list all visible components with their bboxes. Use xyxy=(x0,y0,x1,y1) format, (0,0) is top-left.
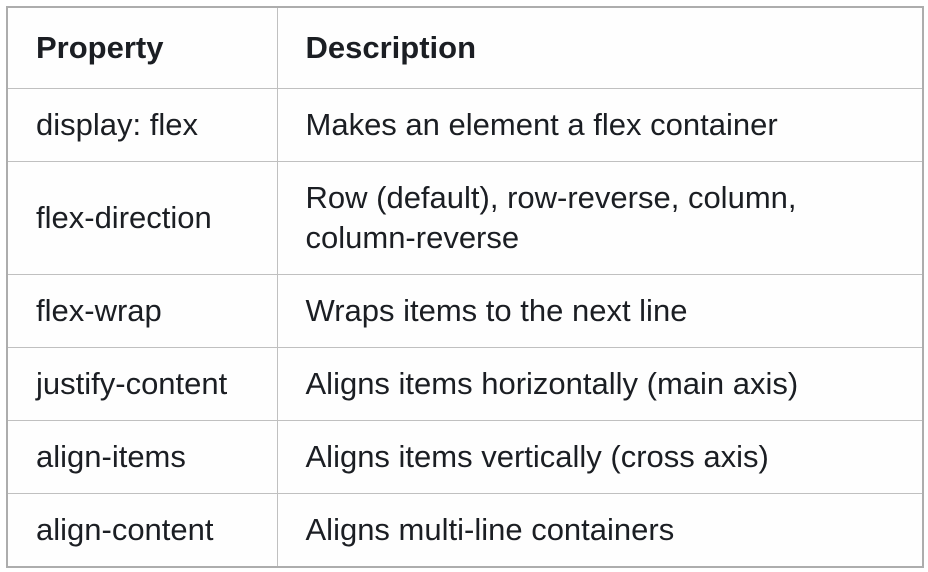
property-cell: flex-wrap xyxy=(6,274,278,348)
description-cell: Aligns multi-line containers xyxy=(276,493,924,568)
table-header: Property Description xyxy=(6,6,924,89)
header-row: Property Description xyxy=(6,6,924,89)
description-cell: Aligns items vertically (cross axis) xyxy=(276,420,924,494)
table-body: display: flex Makes an element a flex co… xyxy=(6,88,924,568)
property-cell: align-content xyxy=(6,493,278,568)
table-row: flex-direction Row (default), row-revers… xyxy=(6,161,924,275)
property-cell: align-items xyxy=(6,420,278,494)
table-row: align-content Aligns multi-line containe… xyxy=(6,493,924,568)
table-row: flex-wrap Wraps items to the next line xyxy=(6,274,924,348)
description-cell: Row (default), row-reverse, column, colu… xyxy=(276,161,924,275)
flexbox-properties-table: Property Description display: flex Makes… xyxy=(6,6,924,568)
description-cell: Wraps items to the next line xyxy=(276,274,924,348)
property-cell: display: flex xyxy=(6,88,278,162)
table-row: justify-content Aligns items horizontall… xyxy=(6,347,924,421)
column-header-property: Property xyxy=(6,6,278,89)
column-header-description: Description xyxy=(276,6,924,89)
table-row: align-items Aligns items vertically (cro… xyxy=(6,420,924,494)
description-cell: Makes an element a flex container xyxy=(276,88,924,162)
property-cell: flex-direction xyxy=(6,161,278,275)
description-cell: Aligns items horizontally (main axis) xyxy=(276,347,924,421)
property-cell: justify-content xyxy=(6,347,278,421)
table-row: display: flex Makes an element a flex co… xyxy=(6,88,924,162)
